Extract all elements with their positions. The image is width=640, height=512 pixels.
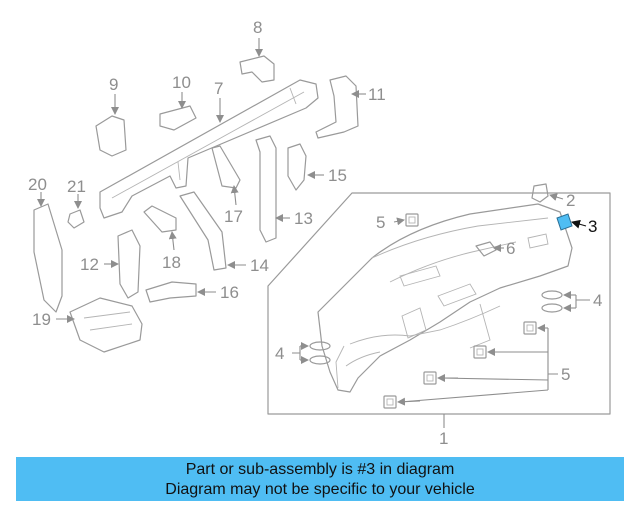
- leader-4-left: [292, 346, 301, 360]
- part-10-bracket: [159, 105, 197, 131]
- callout-17: 17: [224, 207, 243, 226]
- part-2-bracket: [531, 183, 549, 203]
- part-9-bracket: [95, 115, 127, 157]
- leader-3: [571, 219, 587, 229]
- callout-16: 16: [220, 283, 239, 302]
- part-12-bracket: [117, 229, 141, 299]
- assembly-box: [267, 192, 611, 415]
- callout-6: 6: [506, 239, 515, 258]
- callout-21: 21: [67, 177, 86, 196]
- part-4-grommets-right: [541, 290, 563, 313]
- part-18-bracket: [143, 205, 177, 233]
- callout-14: 14: [250, 256, 269, 275]
- leader-4-right: [575, 295, 590, 308]
- callout-8: 8: [253, 18, 262, 37]
- callout-15: 15: [328, 166, 347, 185]
- part-3-highlighted: [556, 213, 573, 231]
- callout-4-left: 4: [275, 344, 284, 363]
- callout-12: 12: [80, 255, 99, 274]
- callout-10: 10: [172, 73, 191, 92]
- part-13-pillar: [255, 135, 277, 243]
- callout-7: 7: [214, 79, 223, 98]
- leader-5-top: [393, 217, 405, 226]
- part-20-panel: [33, 203, 63, 313]
- callout-13: 13: [294, 209, 313, 228]
- part-21-clip: [67, 209, 85, 229]
- part-15-bracket: [287, 143, 307, 191]
- leader-17: [230, 185, 239, 206]
- callout-1: 1: [439, 429, 448, 448]
- leader-2: [549, 193, 564, 201]
- info-banner: Part or sub-assembly is #3 in diagram Di…: [16, 457, 624, 501]
- callout-20: 20: [28, 175, 47, 194]
- callout-9: 9: [109, 75, 118, 94]
- dashboard-panel: [317, 203, 573, 393]
- part-11-bracket: [315, 75, 359, 139]
- callout-11: 11: [368, 85, 386, 104]
- callout-5-top: 5: [376, 213, 385, 232]
- parts-diagram: 1 2 3 4 4 5 5 6 7 8 9 10 11 12 13 14 15 …: [28, 18, 611, 448]
- callout-2: 2: [566, 191, 575, 210]
- callout-18: 18: [162, 253, 181, 272]
- callout-19: 19: [32, 310, 51, 329]
- part-7-crossbeam: [99, 79, 319, 219]
- leader-18: [168, 231, 177, 251]
- banner-line-1: Part or sub-assembly is #3 in diagram: [185, 461, 455, 478]
- callout-5-bottom: 5: [561, 365, 570, 384]
- part-19-module: [69, 297, 143, 353]
- part-8-bracket: [239, 55, 275, 83]
- part-14-brace: [179, 191, 227, 271]
- part-16-bracket: [145, 281, 197, 303]
- part-17-bracket: [211, 145, 241, 189]
- banner-line-2: Diagram may not be specific to your vehi…: [165, 481, 475, 498]
- leader-5-bottom: [399, 328, 558, 403]
- callout-3: 3: [588, 217, 597, 236]
- callout-4-right: 4: [593, 291, 602, 310]
- part-4-grommets-left: [309, 341, 331, 365]
- part-5-clips: [383, 213, 537, 409]
